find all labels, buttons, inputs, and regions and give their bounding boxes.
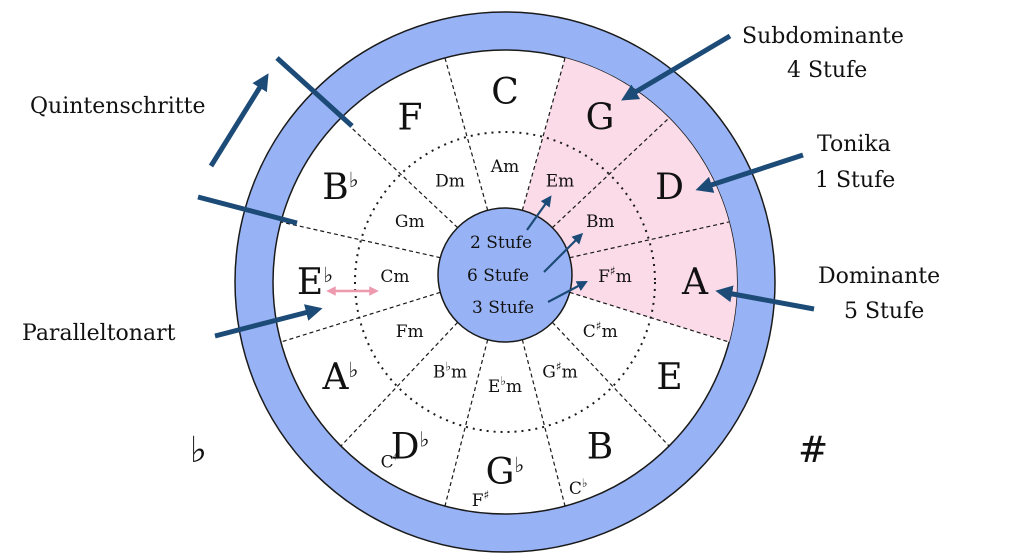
tonika-label: Tonika xyxy=(817,132,891,157)
subdominante-arrow xyxy=(621,33,732,101)
minor-key-4: F♯m xyxy=(598,264,632,287)
major-key-8: D♭ xyxy=(391,427,430,468)
major-key-10: E♭ xyxy=(297,262,333,303)
dominante-label: Dominante xyxy=(818,264,940,289)
major-key-6: B xyxy=(587,427,613,468)
major-key-1: C xyxy=(491,72,519,113)
key-labels: C Am G Em D BmA F♯mE C♯mB G♯mC♭ G♭ E♭mF♯ D♭ B♭mC♯ A♭ F… xyxy=(297,72,709,511)
segment-divider xyxy=(340,117,459,229)
ring-pointer-left xyxy=(197,194,298,226)
dominante-stufe-label: 5 Stufe xyxy=(844,299,924,324)
major-key-5: E xyxy=(656,357,682,398)
arrow-6-stufe xyxy=(543,232,584,273)
tonika-arrow xyxy=(695,152,804,193)
segment-divider xyxy=(551,321,670,447)
arrow-3-stufe xyxy=(547,280,588,303)
major-key-7: G♭ xyxy=(486,452,525,493)
major-key-12: F xyxy=(398,97,423,138)
enharmonic-key-6: C♭ xyxy=(569,476,588,499)
minor-ring-divider xyxy=(354,131,656,433)
segment-divider xyxy=(521,339,566,507)
enharmonic-key-8: C♯ xyxy=(381,450,400,473)
minor-key-2: Em xyxy=(546,172,575,192)
paralleltonart-arrow xyxy=(214,304,323,339)
segment-divider xyxy=(521,57,566,211)
enharmonic-key-7: F♯ xyxy=(472,488,490,511)
center-label-6-stufe: 6 Stufe xyxy=(467,266,529,286)
highlight-wedge xyxy=(569,221,737,343)
center-label-2-stufe: 2 Stufe xyxy=(470,233,532,253)
center-circle xyxy=(437,207,573,343)
arrow-2-stufe xyxy=(526,195,552,231)
sharp-symbol: # xyxy=(798,430,828,471)
major-key-2: G xyxy=(586,97,615,138)
quintenschritte-arrow xyxy=(208,73,269,168)
segment-divider xyxy=(340,321,459,447)
minor-key-6: G♯m xyxy=(542,359,578,382)
minor-key-9: Fm xyxy=(396,322,424,342)
segment-divider xyxy=(551,117,670,229)
major-key-3: D xyxy=(655,167,684,208)
minor-key-3: Bm xyxy=(586,212,615,232)
segment-divider xyxy=(444,339,489,507)
ring-pointer-top xyxy=(275,56,354,128)
segment-divider xyxy=(444,57,489,211)
major-key-9: A♭ xyxy=(322,357,359,398)
quintenschritte-label: Quintenschritte xyxy=(30,94,205,119)
flat-symbol: ♭ xyxy=(190,430,207,471)
minor-key-11: Gm xyxy=(395,212,425,232)
paralleltonart-label: Paralleltonart xyxy=(22,321,176,346)
major-key-4: A xyxy=(681,262,709,303)
minor-key-12: Dm xyxy=(435,172,465,192)
minor-key-10: Cm xyxy=(380,267,409,287)
tonika-stufe-label: 1 Stufe xyxy=(815,168,895,193)
segment-divider xyxy=(280,221,441,259)
minor-key-1: Am xyxy=(490,157,519,177)
center-label-3-stufe: 3 Stufe xyxy=(472,298,534,318)
highlight-wedge xyxy=(552,117,730,258)
minor-key-5: C♯m xyxy=(583,319,618,342)
dominante-arrow xyxy=(715,285,815,312)
major-key-11: B♭ xyxy=(322,167,358,208)
minor-key-8: B♭m xyxy=(433,359,467,382)
subdominante-label: Subdominante xyxy=(742,24,904,49)
subdominante-stufe-label: 4 Stufe xyxy=(787,58,867,83)
minor-key-7: E♭m xyxy=(488,374,522,397)
segment-divider xyxy=(569,221,730,259)
segment-dividers xyxy=(280,57,730,507)
